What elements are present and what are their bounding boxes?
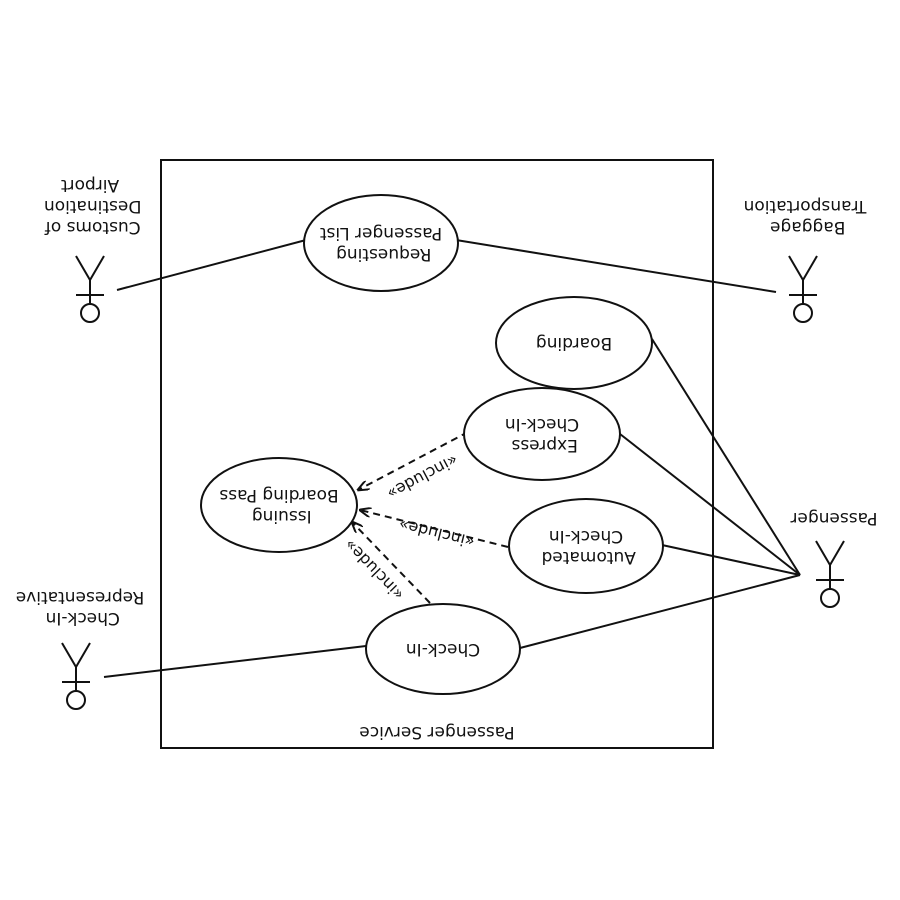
association-passenger-express (619, 433, 801, 576)
actor-label-line: Destination (44, 196, 142, 216)
actor-label-line: Customs of (44, 217, 141, 237)
actor-label-line: Representative (16, 587, 144, 607)
include-arrow-automated (360, 510, 509, 548)
use-case-issuing-boarding-pass: Issuing Boarding Pass (200, 457, 358, 553)
use-case-automated-check-in: Automated Check-In (508, 498, 664, 594)
svg-text:Boarding: Boarding (536, 333, 612, 353)
actor-label-line: Airport (61, 175, 120, 195)
use-case-label-line: Boarding Pass (219, 485, 338, 505)
association-passenger-checkin (519, 574, 801, 649)
actor-representative-figure (61, 642, 91, 710)
use-case-boarding: Boarding (495, 296, 653, 390)
use-case-label-line: Requesting (336, 244, 431, 264)
actor-baggage-label: Baggage Transportation (744, 196, 868, 237)
use-case-check-in: Check-In (365, 603, 521, 695)
use-case-label-line: Express (511, 435, 578, 455)
system-name: Passenger Service (359, 722, 514, 742)
association-passenger-boarding (651, 338, 801, 576)
svg-text:Automated Check-In: Automated Check-In (536, 526, 636, 567)
system-boundary (160, 159, 714, 749)
use-case-label-line: Issuing (252, 506, 312, 526)
association-passenger-automated (661, 544, 801, 576)
use-case-label-line: Passenger List (320, 223, 443, 243)
actor-passenger-label: Passenger (790, 508, 877, 528)
actor-baggage-figure (788, 255, 818, 323)
use-case-express-check-in: Express Check-In (463, 387, 621, 481)
svg-text:Check-In: Check-In (406, 639, 480, 659)
include-arrow-checkin (352, 522, 431, 604)
include-label-checkin: «include» (340, 535, 408, 604)
actor-representative-label: Check-In Representative (16, 587, 144, 628)
actor-label-line: Check-In (46, 608, 120, 628)
actor-customs-figure (75, 255, 105, 323)
actor-label-line: Passenger (790, 508, 877, 528)
use-case-label-line: Check-In (406, 639, 480, 659)
actor-label-line: Transportation (744, 196, 868, 216)
include-arrow-express (358, 431, 469, 490)
use-case-requesting-passenger-list: Requesting Passenger List (303, 194, 459, 292)
use-case-label-line: Boarding (536, 333, 612, 353)
include-label-express: «include» (384, 450, 461, 503)
use-case-label-line: Check-In (549, 526, 623, 546)
association-customs-requesting (116, 239, 307, 291)
svg-text:Requesting Passenger Lis: Requesting Passenger List (320, 223, 443, 264)
association-baggage-requesting (455, 239, 777, 293)
actor-customs-label: Customs of Destination Airport (39, 175, 142, 237)
association-representative-checkin (103, 645, 367, 678)
actor-label-line: Baggage (770, 217, 845, 237)
use-case-label-line: Automated (542, 547, 636, 567)
include-label-automated: «include» (397, 515, 477, 552)
use-case-label-line: Check-In (505, 414, 579, 434)
svg-text:Express Check-In: Express Check-In (505, 414, 579, 455)
svg-text:Issuing Boarding Pass: Issuing Boarding Pass (219, 485, 338, 526)
actor-passenger-figure (815, 540, 845, 608)
